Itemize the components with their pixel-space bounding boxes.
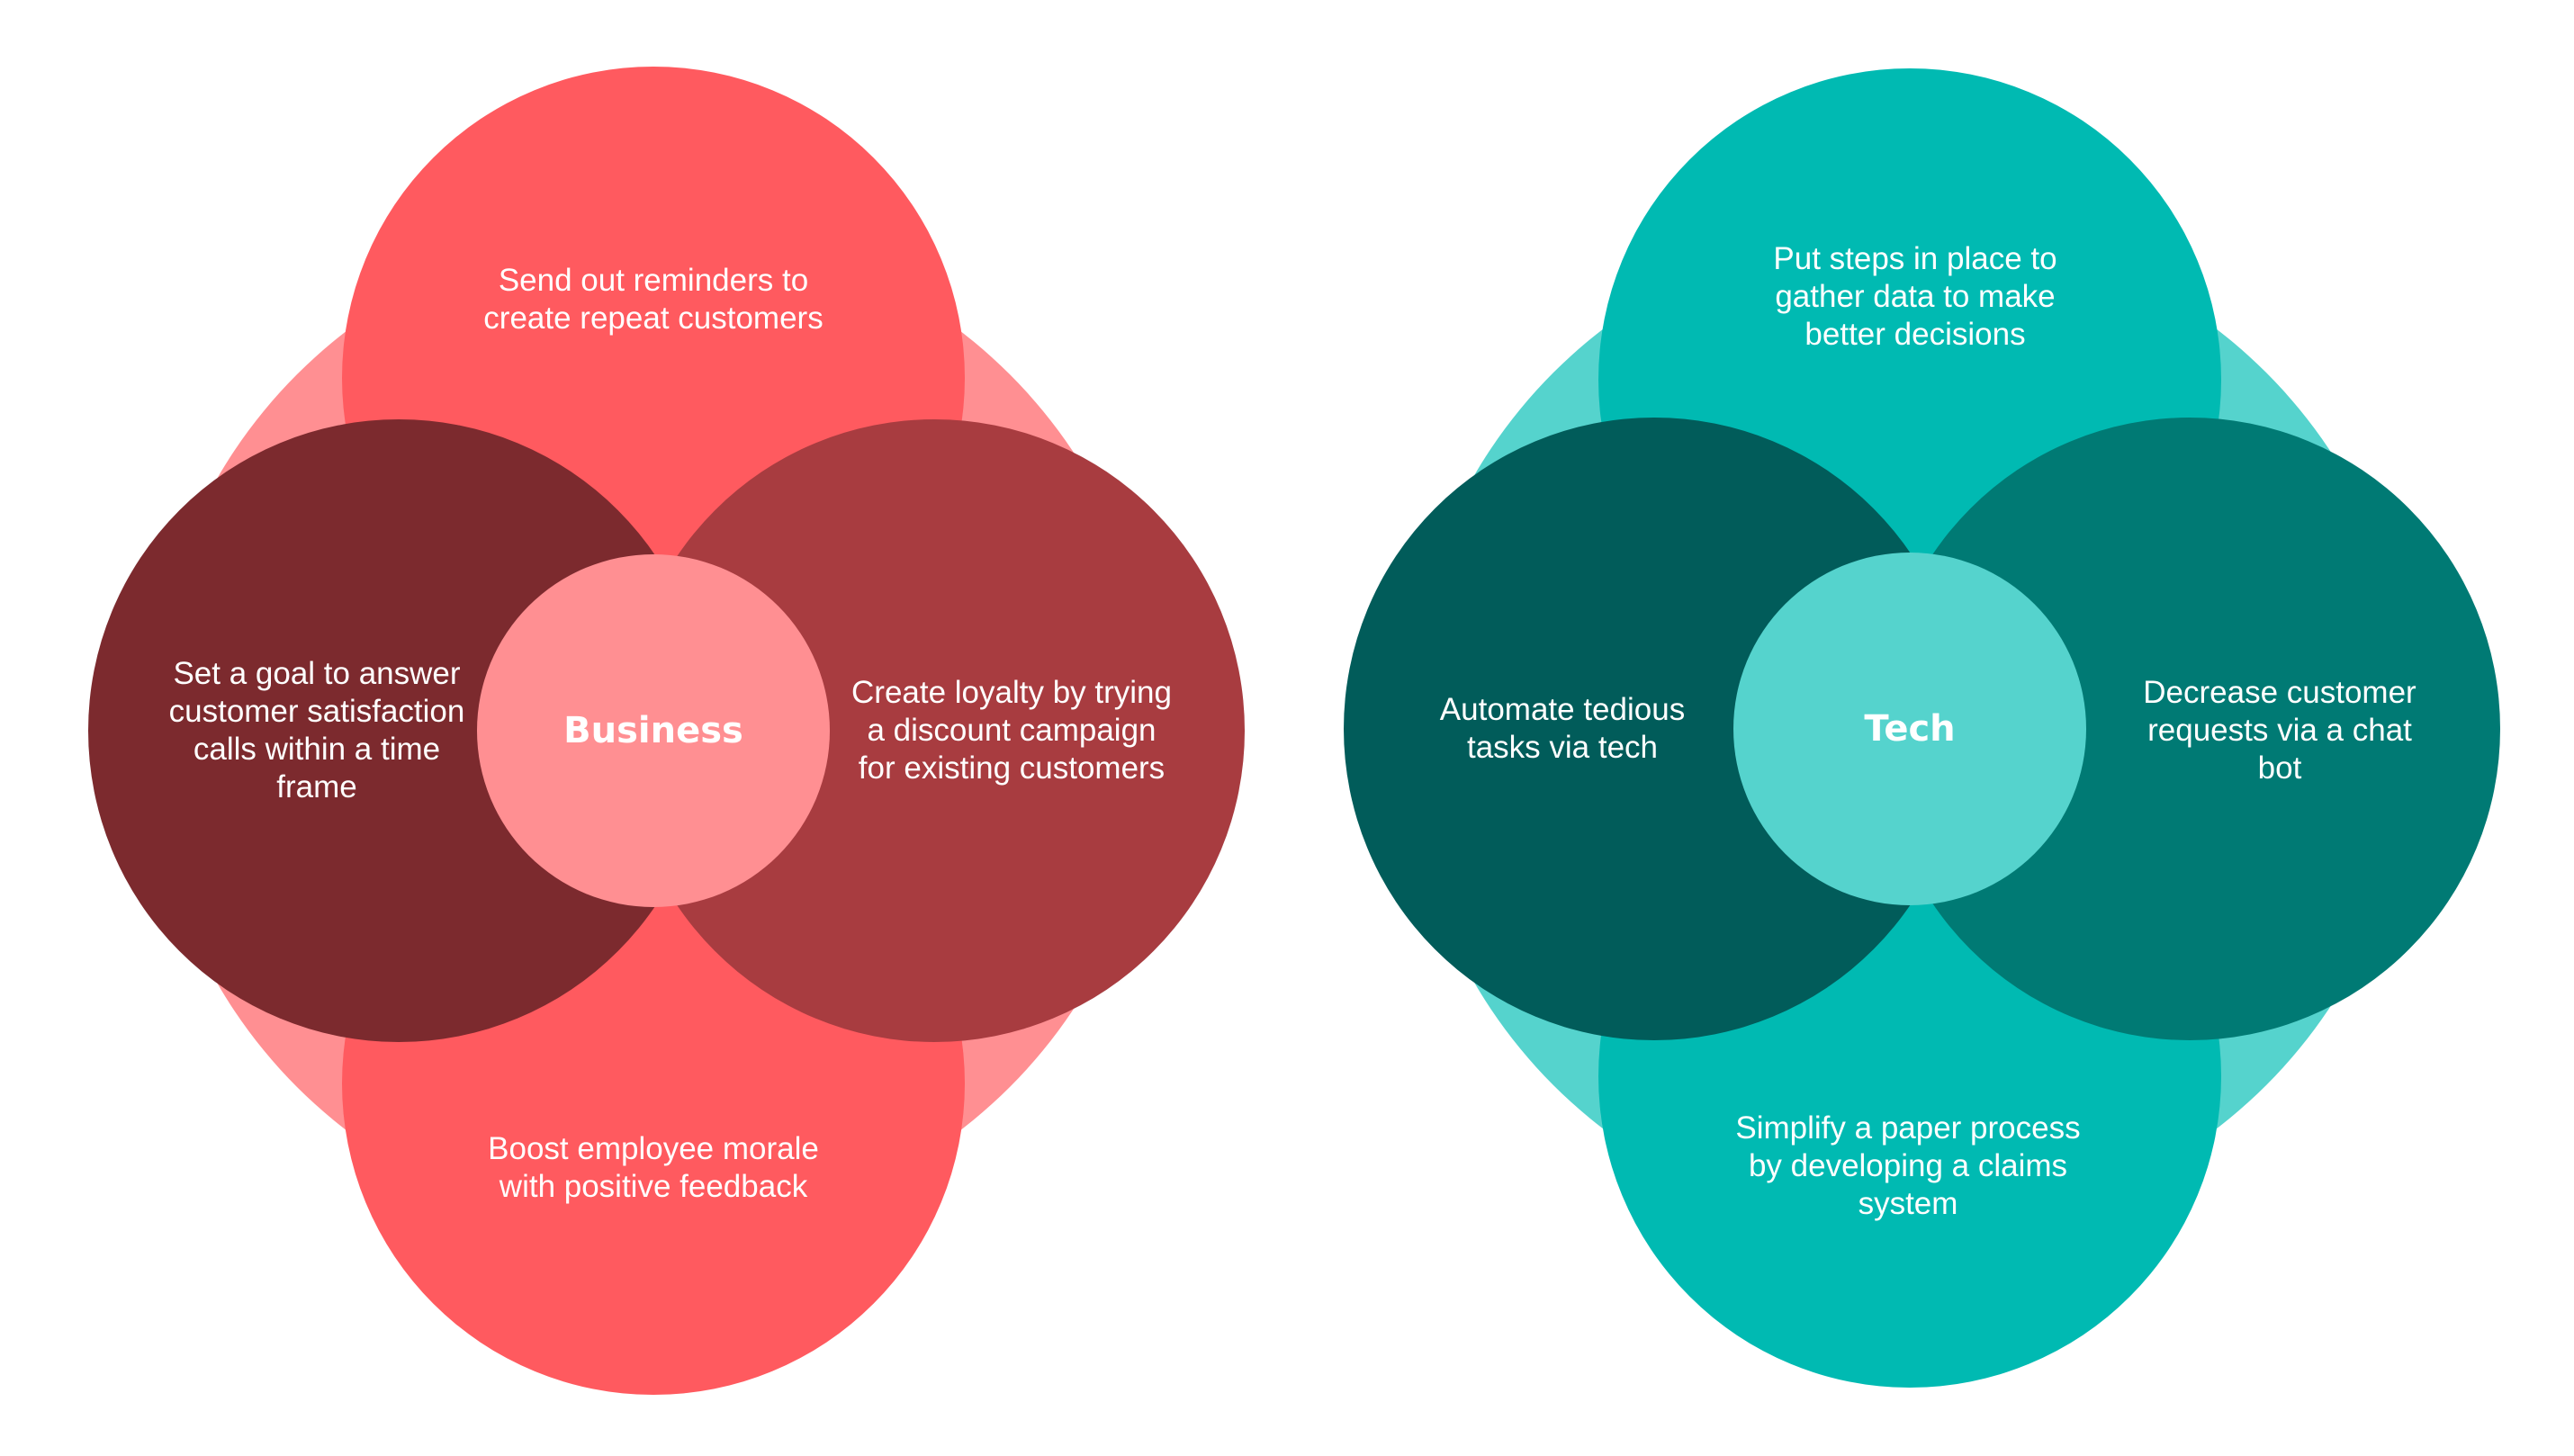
business-top-label: Send out reminders to create repeat cust…	[483, 263, 824, 336]
business-right-label: Create loyalty by trying a discount camp…	[851, 675, 1172, 786]
tech-left-label: Automate tedious tasks via tech	[1439, 692, 1686, 765]
business-cluster	[88, 67, 1245, 1395]
tech-bottom-label: Simplify a paper process by developing a…	[1735, 1110, 2081, 1221]
tech-top-label: Put steps in place to gather data to mak…	[1773, 241, 2057, 352]
tech-left-circle	[1344, 418, 1965, 1040]
tech-right-circle	[1879, 418, 2500, 1040]
tech-center-circle	[1733, 553, 2086, 905]
business-left-circle	[88, 419, 709, 1042]
business-center-circle	[477, 554, 830, 907]
tech-right-label: Decrease customer requests via a chat bo…	[2143, 675, 2416, 786]
business-right-circle	[624, 419, 1245, 1042]
tech-cluster	[1344, 68, 2500, 1388]
tech-center-label: Tech	[1864, 708, 1956, 750]
business-left-label: Set a goal to answer customer satisfacti…	[168, 656, 465, 804]
business-bottom-label: Boost employee morale with positive feed…	[488, 1131, 819, 1204]
business-center-label: Business	[563, 710, 743, 751]
